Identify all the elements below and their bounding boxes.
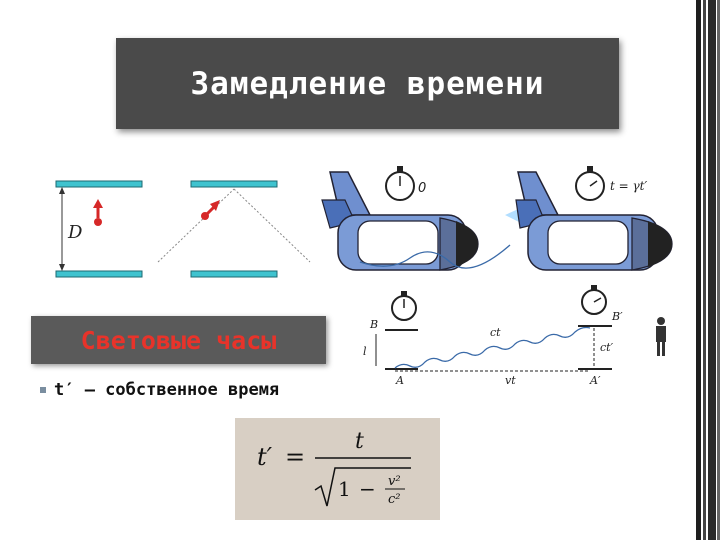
point-b-prime-label: B′: [611, 310, 623, 323]
page-title: Замедление времени: [190, 65, 545, 102]
mirror-top-right: [190, 180, 278, 188]
title-banner: Замедление времени: [116, 38, 619, 129]
point-b-label: B: [369, 318, 378, 331]
time-dilation-formula: t′ = t 1 − v² c²: [257, 429, 411, 507]
clock-gamma-label: t = γt′: [610, 179, 648, 193]
spaceship-left: 0: [321, 166, 511, 271]
formula-minus: −: [359, 477, 376, 501]
observer-figure: [656, 317, 666, 356]
formula-equals: =: [285, 443, 305, 471]
mirror-bottom-left: [55, 270, 143, 278]
formula-one: 1: [338, 477, 351, 501]
mirror-bottom-right: [190, 270, 278, 278]
label-ct-prime: ct′: [600, 341, 614, 354]
formula-lhs: t′: [257, 443, 273, 471]
light-path-diagram: B l A ct vt B′ ct′ A′: [363, 285, 666, 387]
distance-label: D: [67, 222, 83, 243]
photon-left: [94, 218, 102, 226]
spaceship-illustration: 0 t = γt′: [321, 166, 673, 271]
mirror-top-left: [55, 180, 143, 188]
point-a-label: A: [395, 374, 404, 387]
spaceship-right: t = γt′: [505, 166, 673, 271]
point-a-prime-label: A′: [589, 374, 601, 387]
formula-numerator: t: [355, 429, 364, 454]
light-clock-diagram: D: [55, 180, 311, 278]
label-ct: ct: [490, 326, 501, 339]
subtitle-banner: Световые часы: [31, 316, 326, 364]
formula-box: t′ = t 1 − v² c²: [235, 418, 440, 520]
bullet-marker: [40, 387, 46, 393]
formula-v2: v²: [388, 474, 401, 489]
bullet-item: t′ – собственное время: [40, 380, 279, 400]
bullet-text: t′ – собственное время: [54, 380, 280, 400]
subtitle: Световые часы: [80, 325, 277, 355]
label-l: l: [363, 345, 367, 358]
clock-zero-label: 0: [418, 181, 426, 196]
label-vt: vt: [505, 374, 516, 387]
formula-c2: c²: [388, 492, 401, 507]
decorative-border: [686, 0, 720, 540]
